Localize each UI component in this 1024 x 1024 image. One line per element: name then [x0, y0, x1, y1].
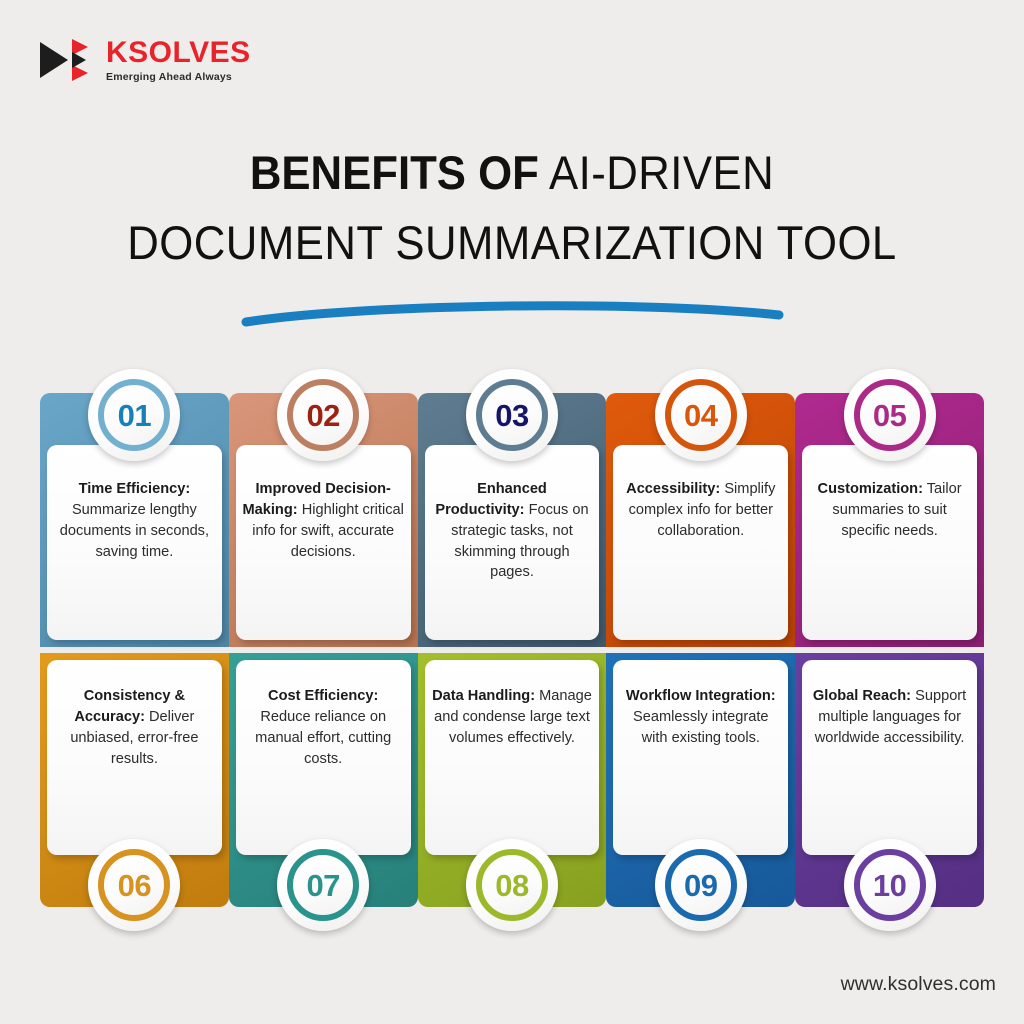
- benefit-number-label: 06: [117, 867, 152, 903]
- benefit-card-panel: Workflow Integration: Seamlessly integra…: [613, 660, 789, 855]
- benefit-card-title: Time Efficiency:: [78, 481, 191, 497]
- benefit-card-title: Improved Decision-Making:: [242, 481, 391, 518]
- benefit-card-panel: Enhanced Productivity: Focus on strategi…: [424, 445, 600, 640]
- brand-name: KSOLVES: [106, 35, 251, 69]
- benefit-card-body: Tailor summaries to suit specific needs.: [832, 481, 962, 539]
- title-line-1: BENEFITS OF AI-DRIVEN: [36, 138, 988, 208]
- benefit-card-text: Customization: Tailor summaries to suit …: [808, 479, 971, 542]
- benefit-card-text: Data Handling: Manage and condense large…: [431, 686, 594, 749]
- benefit-number-badge: 02: [277, 369, 370, 461]
- benefit-card-text: Accessibility: Simplify complex info for…: [619, 479, 782, 542]
- benefit-number-ring: 09: [664, 849, 737, 921]
- benefit-card-panel: Data Handling: Manage and condense large…: [424, 660, 600, 855]
- benefit-card-body: Seamlessly integrate with existing tools…: [633, 708, 769, 746]
- benefit-number-ring: 02: [287, 379, 360, 451]
- benefit-card-body: Focus on strategic tasks, not skimming t…: [451, 501, 589, 581]
- title-strong-part: BENEFITS OF: [249, 146, 539, 199]
- benefit-number-label: 05: [872, 397, 907, 433]
- benefit-number-ring: 06: [98, 849, 171, 921]
- benefit-card-09[interactable]: Workflow Integration: Seamlessly integra…: [606, 653, 796, 931]
- benefit-card-title: Global Reach:: [812, 688, 912, 704]
- benefit-number-ring: 03: [475, 379, 548, 451]
- brand-logo: KSOLVES Emerging Ahead Always: [34, 36, 251, 84]
- brush-stroke-underline-icon: [241, 301, 784, 327]
- benefit-number-label: 10: [872, 867, 907, 903]
- benefit-number-badge: 10: [843, 839, 936, 931]
- benefits-grid: Time Efficiency: Summarize lengthy docum…: [40, 369, 984, 931]
- title-underline: [240, 296, 785, 336]
- benefit-card-10[interactable]: Global Reach: Support multiple languages…: [795, 653, 984, 931]
- benefits-row-top: Time Efficiency: Summarize lengthy docum…: [40, 369, 984, 647]
- benefit-number-badge: 03: [465, 369, 558, 461]
- benefit-number-ring: 07: [287, 849, 360, 921]
- benefit-card-body: Summarize lengthy documents in seconds, …: [59, 501, 210, 560]
- benefit-card-03[interactable]: Enhanced Productivity: Focus on strategi…: [417, 369, 607, 647]
- benefit-card-body: Support multiple languages for worldwide…: [814, 688, 967, 746]
- benefit-number-label: 04: [684, 397, 718, 433]
- benefit-number-ring: 04: [664, 379, 737, 451]
- benefit-card-08[interactable]: Data Handling: Manage and condense large…: [417, 653, 607, 931]
- benefit-number-label: 07: [306, 867, 340, 903]
- benefit-card-text: Consistency & Accuracy: Deliver unbiased…: [53, 686, 216, 769]
- benefit-number-ring: 01: [98, 379, 171, 451]
- benefit-card-text: Time Efficiency: Summarize lengthy docum…: [53, 479, 216, 562]
- benefit-number-label: 09: [684, 867, 718, 903]
- benefit-card-text: Global Reach: Support multiple languages…: [808, 686, 971, 749]
- benefit-card-panel: Cost Efficiency: Reduce reliance on manu…: [235, 660, 411, 855]
- benefit-number-ring: 10: [853, 849, 926, 921]
- title-light-part: AI-DRIVEN: [548, 146, 775, 199]
- benefit-card-text: Improved Decision-Making: Highlight crit…: [242, 479, 405, 562]
- benefit-number-badge: 04: [654, 369, 747, 461]
- benefit-card-body: Manage and condense large text volumes e…: [434, 688, 592, 746]
- benefit-card-07[interactable]: Cost Efficiency: Reduce reliance on manu…: [228, 653, 418, 931]
- benefit-number-label: 08: [495, 867, 529, 903]
- benefit-card-04[interactable]: Accessibility: Simplify complex info for…: [606, 369, 796, 647]
- ksolves-triangle-logo-icon: [40, 39, 88, 81]
- benefit-card-panel: Global Reach: Support multiple languages…: [802, 660, 977, 855]
- title-line-2: DOCUMENT SUMMARIZATION TOOL: [127, 215, 897, 269]
- benefit-number-badge: 01: [88, 369, 181, 461]
- footer-website-url[interactable]: www.ksolves.com: [840, 973, 996, 995]
- benefit-number-label: 03: [495, 397, 529, 433]
- benefit-card-text: Enhanced Productivity: Focus on strategi…: [431, 479, 594, 583]
- benefit-number-badge: 09: [654, 839, 747, 931]
- benefit-number-label: 01: [117, 397, 152, 433]
- page-title: BENEFITS OF AI-DRIVEN DOCUMENT SUMMARIZA…: [0, 138, 1024, 277]
- benefit-card-title: Enhanced Productivity:: [435, 481, 547, 518]
- benefit-card-title: Workflow Integration:: [625, 688, 776, 704]
- benefit-number-label: 02: [306, 397, 340, 433]
- benefit-card-body: Highlight critical info for swift, accur…: [252, 501, 404, 560]
- benefits-row-bottom: Consistency & Accuracy: Deliver unbiased…: [40, 653, 984, 931]
- benefit-card-title: Cost Efficiency:: [268, 688, 379, 704]
- benefit-card-06[interactable]: Consistency & Accuracy: Deliver unbiased…: [40, 653, 229, 931]
- benefit-number-badge: 07: [277, 839, 370, 931]
- benefit-card-title: Consistency & Accuracy:: [74, 688, 186, 725]
- benefit-number-ring: 05: [853, 379, 926, 451]
- benefit-card-body: Deliver unbiased, error-free results.: [70, 708, 199, 767]
- benefit-card-panel: Consistency & Accuracy: Deliver unbiased…: [47, 660, 222, 855]
- benefit-card-05[interactable]: Customization: Tailor summaries to suit …: [795, 369, 984, 647]
- brand-tagline: Emerging Ahead Always: [106, 70, 232, 83]
- benefit-card-body: Reduce reliance on manual effort, cuttin…: [255, 708, 392, 767]
- benefit-card-02[interactable]: Improved Decision-Making: Highlight crit…: [228, 369, 418, 647]
- benefit-card-title: Customization:: [817, 481, 923, 497]
- benefit-card-text: Cost Efficiency: Reduce reliance on manu…: [242, 686, 405, 769]
- benefit-number-ring: 08: [475, 849, 548, 921]
- benefit-card-panel: Accessibility: Simplify complex info for…: [613, 445, 789, 640]
- benefit-number-badge: 08: [465, 839, 558, 931]
- benefit-card-text: Workflow Integration: Seamlessly integra…: [619, 686, 782, 749]
- benefit-number-badge: 06: [88, 839, 181, 931]
- benefit-card-title: Accessibility:: [626, 481, 721, 497]
- benefit-card-01[interactable]: Time Efficiency: Summarize lengthy docum…: [40, 369, 229, 647]
- benefit-card-panel: Time Efficiency: Summarize lengthy docum…: [47, 445, 222, 640]
- benefit-number-badge: 05: [843, 369, 936, 461]
- benefit-card-body: Simplify complex info for better collabo…: [628, 481, 776, 539]
- benefit-card-panel: Improved Decision-Making: Highlight crit…: [235, 445, 411, 640]
- benefit-card-title: Data Handling:: [432, 688, 536, 704]
- benefit-card-panel: Customization: Tailor summaries to suit …: [802, 445, 977, 640]
